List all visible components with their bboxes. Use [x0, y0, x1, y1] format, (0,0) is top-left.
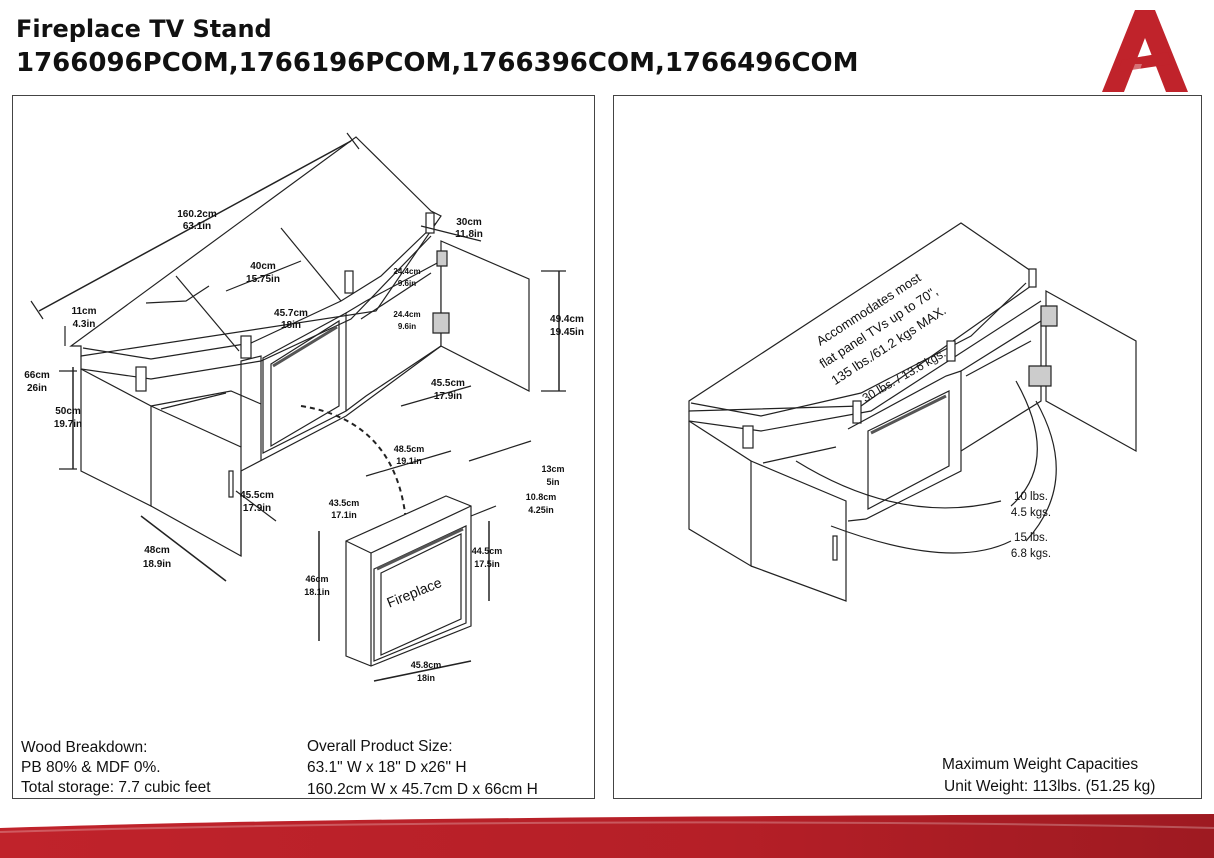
dim-door-height-in: 19.45in	[550, 327, 584, 338]
dim-upper-shelf-cm: 11cm	[71, 306, 96, 317]
fp-inset-in: 4.25in	[528, 505, 554, 515]
page-title: Fireplace TV Stand	[16, 15, 272, 43]
fp-top-width-in: 19.1in	[396, 456, 422, 466]
dim-door-height-cm: 49.4cm	[550, 314, 584, 325]
weight-capacity-panel: Accommodates most flat panel TVs up to 7…	[613, 95, 1202, 799]
dim-hinge-bottom-cm: 24.4cm	[393, 310, 420, 319]
total-storage: Total storage: 7.7 cubic feet	[21, 779, 211, 796]
fp-inner-height-cm: 44.5cm	[472, 546, 503, 556]
dim-base-width-in: 18.9in	[143, 559, 171, 570]
dim-side-depth-in: 17.9in	[243, 503, 271, 514]
overall-size-metric: 160.2cm W x 45.7cm D x 66cm H	[307, 781, 538, 798]
unit-weight: Unit Weight: 113lbs. (51.25 kg)	[944, 778, 1156, 795]
dim-center-top-in: 15.75in	[246, 274, 280, 285]
footer-brand-band	[0, 814, 1214, 858]
dim-center-top-cm: 40cm	[250, 261, 276, 272]
dim-top-depth-cm: 30cm	[456, 217, 482, 228]
fp-bottom-width-cm: 45.8cm	[411, 660, 442, 670]
dim-overall-height-in: 26in	[27, 383, 47, 394]
dim-hinge-top-in: 9.6in	[398, 279, 416, 288]
wood-breakdown-composition: PB 80% & MDF 0%.	[21, 759, 161, 776]
dim-overall-height-cm: 66cm	[24, 370, 50, 381]
dimension-drawing: 160.2cm 63.1in 30cm 11.8in 40cm 15.75in …	[24, 132, 584, 683]
wood-breakdown-heading: Wood Breakdown:	[21, 739, 148, 756]
dim-hinge-top-cm: 24.4cm	[393, 267, 420, 276]
dim-base-width-cm: 48cm	[144, 545, 170, 556]
side-shelf-kgs: 4.5 kgs.	[1011, 507, 1051, 519]
bottom-shelf-lbs: 15 lbs.	[1014, 532, 1048, 544]
dim-center-opening-cm: 45.7cm	[274, 308, 308, 319]
fp-opening-width-cm: 43.5cm	[329, 498, 360, 508]
dim-top-depth-in: 11.8in	[455, 229, 483, 240]
dim-side-depth-cm: 45.5cm	[240, 490, 274, 501]
fp-depth-in: 5in	[546, 477, 559, 487]
overall-size-imperial: 63.1" W x 18" D x26" H	[307, 759, 467, 776]
dim-door-width-in: 17.9in	[434, 391, 462, 402]
fp-inner-height-in: 17.5in	[474, 559, 500, 569]
model-numbers: 1766096PCOM,1766196PCOM,1766396COM,17664…	[16, 48, 859, 78]
fp-height-cm: 46cm	[305, 574, 328, 584]
dimensions-panel: 160.2cm 63.1in 30cm 11.8in 40cm 15.75in …	[12, 95, 595, 799]
max-weight-heading: Maximum Weight Capacities	[942, 756, 1139, 773]
dim-lower-height-in: 19.7in	[54, 419, 82, 430]
fp-inset-cm: 10.8cm	[526, 492, 557, 502]
fp-height-in: 18.1in	[304, 587, 330, 597]
ameriwood-a-logo-icon	[1102, 10, 1188, 92]
dim-center-opening-in: 18in	[281, 320, 301, 331]
dim-overall-width-in: 63.1in	[183, 221, 211, 232]
dim-lower-height-cm: 50cm	[55, 406, 81, 417]
fp-opening-width-in: 17.1in	[331, 510, 357, 520]
dim-upper-shelf-in: 4.3in	[73, 319, 96, 330]
fp-bottom-width-in: 18in	[417, 673, 435, 683]
fp-depth-cm: 13cm	[541, 464, 564, 474]
dim-door-width-cm: 45.5cm	[431, 378, 465, 389]
dim-overall-width-cm: 160.2cm	[177, 209, 217, 220]
side-shelf-lbs: 10 lbs.	[1014, 491, 1048, 503]
weight-drawing: Accommodates most flat panel TVs up to 7…	[688, 222, 1137, 602]
fp-top-width-cm: 48.5cm	[394, 444, 425, 454]
bottom-shelf-kgs: 6.8 kgs.	[1011, 548, 1051, 560]
overall-size-heading: Overall Product Size:	[307, 738, 453, 755]
dim-hinge-bottom-in: 9.6in	[398, 322, 416, 331]
